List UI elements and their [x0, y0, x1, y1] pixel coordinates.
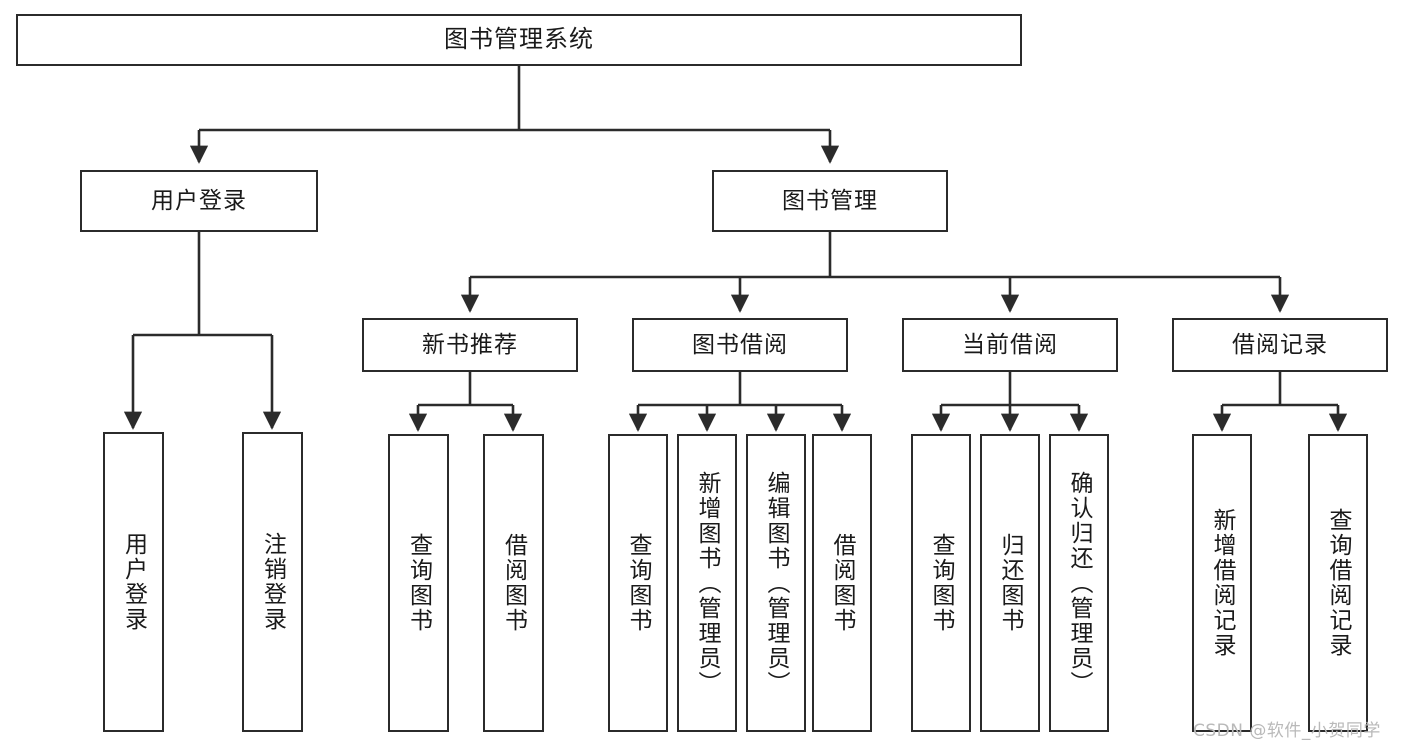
node-leaf-query-book-3[interactable]: 查询图书 [911, 434, 971, 732]
node-book-manage[interactable]: 图书管理 [712, 170, 948, 232]
node-current-borrow-label: 当前借阅 [962, 331, 1058, 358]
node-leaf-edit-book[interactable]: 编辑图书（管理员） [746, 434, 806, 732]
node-leaf-user-logout[interactable]: 注销登录 [242, 432, 303, 732]
node-book-manage-label: 图书管理 [782, 187, 878, 214]
node-current-borrow[interactable]: 当前借阅 [902, 318, 1118, 372]
node-leaf-user-login-label: 用户登录 [120, 532, 147, 632]
node-leaf-query-record-label: 查询借阅记录 [1325, 508, 1352, 658]
node-leaf-edit-book-label: 编辑图书（管理员） [763, 470, 790, 696]
csdn-watermark: CSDN @软件_小贺同学 [1193, 721, 1381, 741]
node-leaf-query-record[interactable]: 查询借阅记录 [1308, 434, 1368, 732]
node-leaf-query-book-1-label: 查询图书 [405, 533, 432, 633]
node-book-borrow[interactable]: 图书借阅 [632, 318, 848, 372]
node-leaf-borrow-book-1[interactable]: 借阅图书 [483, 434, 544, 732]
node-leaf-user-logout-label: 注销登录 [259, 532, 286, 632]
node-new-book-recommend[interactable]: 新书推荐 [362, 318, 578, 372]
node-user-login[interactable]: 用户登录 [80, 170, 318, 232]
node-leaf-borrow-book-2[interactable]: 借阅图书 [812, 434, 872, 732]
node-leaf-query-book-3-label: 查询图书 [928, 533, 955, 633]
node-borrow-record[interactable]: 借阅记录 [1172, 318, 1388, 372]
node-book-borrow-label: 图书借阅 [692, 331, 788, 358]
node-leaf-borrow-book-2-label: 借阅图书 [829, 533, 856, 633]
node-leaf-user-login[interactable]: 用户登录 [103, 432, 164, 732]
node-leaf-confirm-return-label: 确认归还（管理员） [1066, 470, 1093, 696]
node-leaf-query-book-2[interactable]: 查询图书 [608, 434, 668, 732]
node-leaf-add-record-label: 新增借阅记录 [1209, 508, 1236, 658]
node-leaf-add-book[interactable]: 新增图书（管理员） [677, 434, 737, 732]
node-borrow-record-label: 借阅记录 [1232, 331, 1328, 358]
node-leaf-return-book-label: 归还图书 [997, 533, 1024, 633]
node-new-book-recommend-label: 新书推荐 [422, 331, 518, 358]
node-root-label: 图书管理系统 [444, 25, 594, 54]
node-leaf-query-book-1[interactable]: 查询图书 [388, 434, 449, 732]
node-user-login-label: 用户登录 [151, 187, 247, 214]
node-leaf-add-book-label: 新增图书（管理员） [694, 470, 721, 696]
node-leaf-add-record[interactable]: 新增借阅记录 [1192, 434, 1252, 732]
node-leaf-borrow-book-1-label: 借阅图书 [500, 533, 527, 633]
node-leaf-return-book[interactable]: 归还图书 [980, 434, 1040, 732]
node-leaf-query-book-2-label: 查询图书 [625, 533, 652, 633]
node-root[interactable]: 图书管理系统 [16, 14, 1022, 66]
node-leaf-confirm-return[interactable]: 确认归还（管理员） [1049, 434, 1109, 732]
